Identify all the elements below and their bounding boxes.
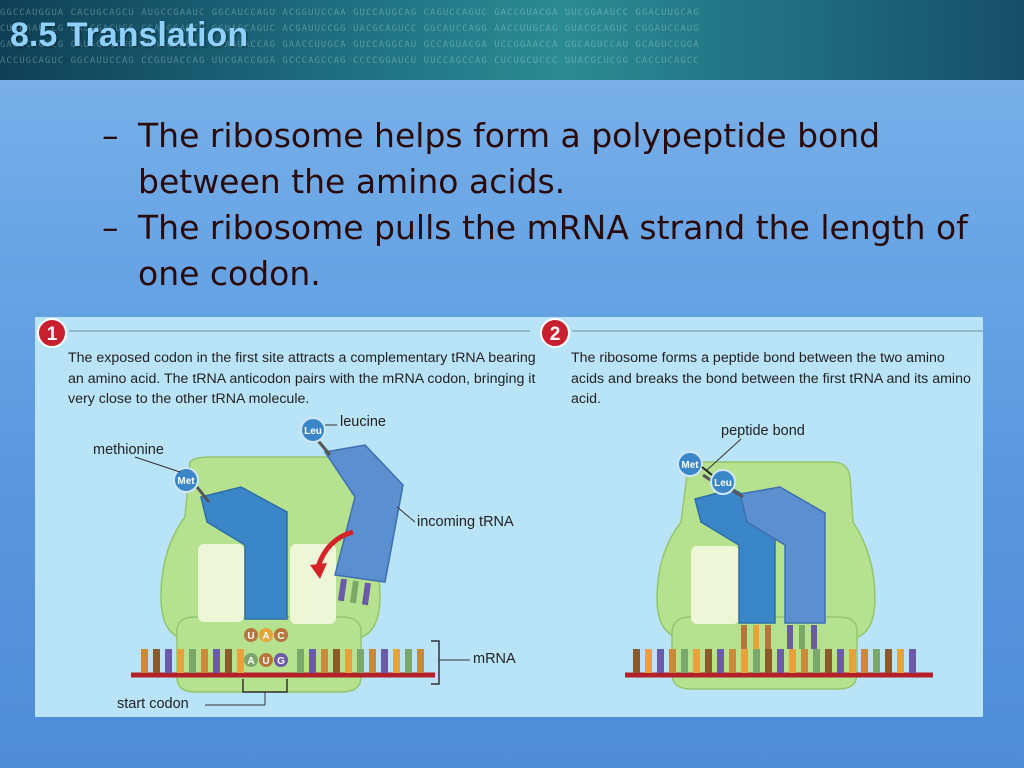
bullet-dash: – [102, 116, 119, 155]
leu-amino-acid-2 [710, 469, 736, 495]
start-codon-label: start codon [117, 696, 189, 712]
codon-base: A [247, 656, 254, 667]
mrna-bases-2 [633, 649, 916, 673]
second-trna-2 [739, 486, 826, 624]
leucine-label: leucine [340, 414, 386, 430]
incoming-leader [396, 506, 416, 523]
trna-bases-2 [741, 625, 817, 649]
ribosome-a-site [290, 544, 336, 624]
met-label: Met [177, 476, 195, 487]
step-2-badge [540, 318, 570, 348]
diagram-artwork: 1 2 [37, 318, 983, 706]
met-linker [195, 486, 211, 503]
met-amino-acid-2 [677, 451, 703, 477]
peptide-bond-leader [706, 438, 742, 471]
peptide-bond-label: peptide bond [721, 423, 805, 439]
ribosome-p-site-2 [691, 546, 739, 624]
codon-base: G [277, 656, 285, 667]
mrna-bracket [431, 640, 440, 685]
incoming-trna-label: incoming tRNA [417, 514, 514, 530]
codon-base: U [262, 656, 269, 667]
bullet-text: The ribosome pulls the mRNA strand the l… [138, 208, 968, 293]
bullet-dash: – [102, 208, 119, 247]
codon-pairing: U A C A U G [244, 628, 288, 667]
translation-diagram: 1 2 [35, 317, 983, 717]
incoming-anticodon [337, 578, 371, 606]
met-label-2: Met [681, 460, 699, 471]
met-trna [200, 486, 288, 620]
step-1-number: 1 [47, 324, 58, 345]
step-1-badge [37, 318, 67, 348]
bullet-text: The ribosome helps form a polypeptide bo… [138, 116, 881, 201]
step-2-number: 2 [550, 324, 561, 345]
methionine-leader [134, 456, 181, 473]
movement-arrow [315, 529, 354, 568]
slide-title: 8.5 Translation [10, 16, 249, 54]
mrna-label: mRNA [473, 651, 516, 667]
met-amino-acid [173, 467, 199, 493]
leu-label-2: Leu [714, 478, 732, 489]
movement-arrowhead [310, 563, 327, 579]
incoming-trna [323, 444, 404, 583]
leu-label: Leu [304, 426, 322, 437]
anticodon-base: C [277, 631, 284, 642]
mrna-bases [141, 649, 424, 673]
header-banner: GGCCAUGGUA CACUGCAGCU AUGCCGAAUC GGCAUCC… [0, 0, 1024, 80]
bullet-list: – The ribosome helps form a polypeptide … [102, 113, 1002, 297]
methionine-label: methionine [93, 442, 164, 458]
anticodon-base: A [262, 631, 269, 642]
peptide-bond [701, 466, 713, 476]
leu-amino-acid [300, 417, 326, 443]
step-1-description: The exposed codon in the first site attr… [68, 350, 536, 407]
step-2-description: The ribosome forms a peptide bond betwee… [571, 350, 971, 407]
bullet-item: – The ribosome pulls the mRNA strand the… [102, 205, 1002, 297]
bullet-item: – The ribosome helps form a polypeptide … [102, 113, 1002, 205]
ribosome-p-site [198, 544, 244, 622]
anticodon-base: U [247, 631, 254, 642]
